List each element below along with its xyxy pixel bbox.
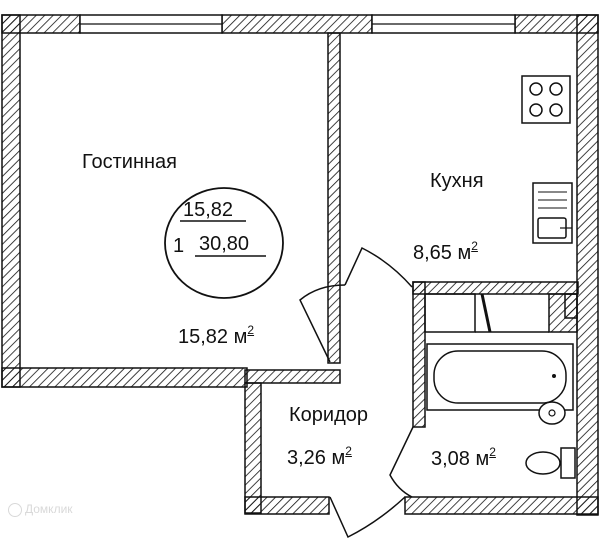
wall-left <box>1 14 21 388</box>
area-kitchen-value: 8,65 м <box>413 242 472 264</box>
area-bathroom-sup: 2 <box>489 445 496 459</box>
stove <box>521 75 571 124</box>
wall-bottom-bathroom <box>404 496 599 515</box>
wall-right <box>576 14 599 516</box>
toilet-tank <box>560 447 576 479</box>
wall-bottom-corridor <box>244 496 330 515</box>
watermark: Домклик <box>8 502 73 517</box>
wall-corridor-left <box>244 382 262 514</box>
wall-bottom-left <box>1 367 248 388</box>
burner-icon <box>529 82 543 96</box>
windows <box>79 14 516 34</box>
wall-bathroom-left <box>412 281 426 428</box>
wall-partition-living-kitchen <box>327 32 341 364</box>
door-kitchen <box>344 246 413 288</box>
area-bathroom-value: 3,08 м <box>431 448 490 470</box>
watermark-logo-icon <box>8 502 22 517</box>
area-living-sup: 2 <box>247 323 255 337</box>
area-living-value: 15,82 м <box>178 326 248 348</box>
wall-bathroom-top <box>412 281 579 295</box>
toilet <box>525 451 561 475</box>
room-name-corridor: Коридор <box>289 404 368 426</box>
doors <box>299 246 414 539</box>
area-living: 15,82 м2 <box>178 324 254 348</box>
wall-top-left <box>1 14 81 34</box>
door-living <box>299 284 346 363</box>
area-bathroom: 3,08 м2 <box>431 446 496 470</box>
burner-icon <box>549 103 563 117</box>
area-badge-circle <box>164 187 284 299</box>
walls <box>1 14 599 516</box>
wall-right-small <box>564 293 578 319</box>
area-corridor-sup: 2 <box>345 444 352 458</box>
room-name-kitchen: Кухня <box>430 170 484 192</box>
burner-icon <box>549 82 563 96</box>
area-corridor-value: 3,26 м <box>287 447 346 469</box>
badge-total-area: 30,80 <box>199 233 250 255</box>
wall-top-mid <box>221 14 373 34</box>
room-name-living: Гостинная <box>82 151 177 173</box>
door-bathroom <box>389 426 414 498</box>
badge-living-area: 15,82 <box>183 199 234 221</box>
wall-partition-living-corridor <box>244 369 341 384</box>
area-kitchen: 8,65 м2 <box>413 240 478 264</box>
badge-rooms-count: 1 <box>173 235 185 257</box>
area-kitchen-sup: 2 <box>471 239 478 253</box>
washbasin <box>538 401 566 425</box>
watermark-text: Домклик <box>25 502 73 516</box>
kitchen-fixtures <box>521 75 573 244</box>
wall-shaft-left <box>424 293 476 333</box>
area-corridor: 3,26 м2 <box>287 445 352 469</box>
burner-icon <box>529 103 543 117</box>
shaft-diagonal <box>480 293 492 333</box>
door-entrance <box>329 496 406 539</box>
sink <box>532 182 573 244</box>
bathroom-fixtures <box>426 343 576 479</box>
